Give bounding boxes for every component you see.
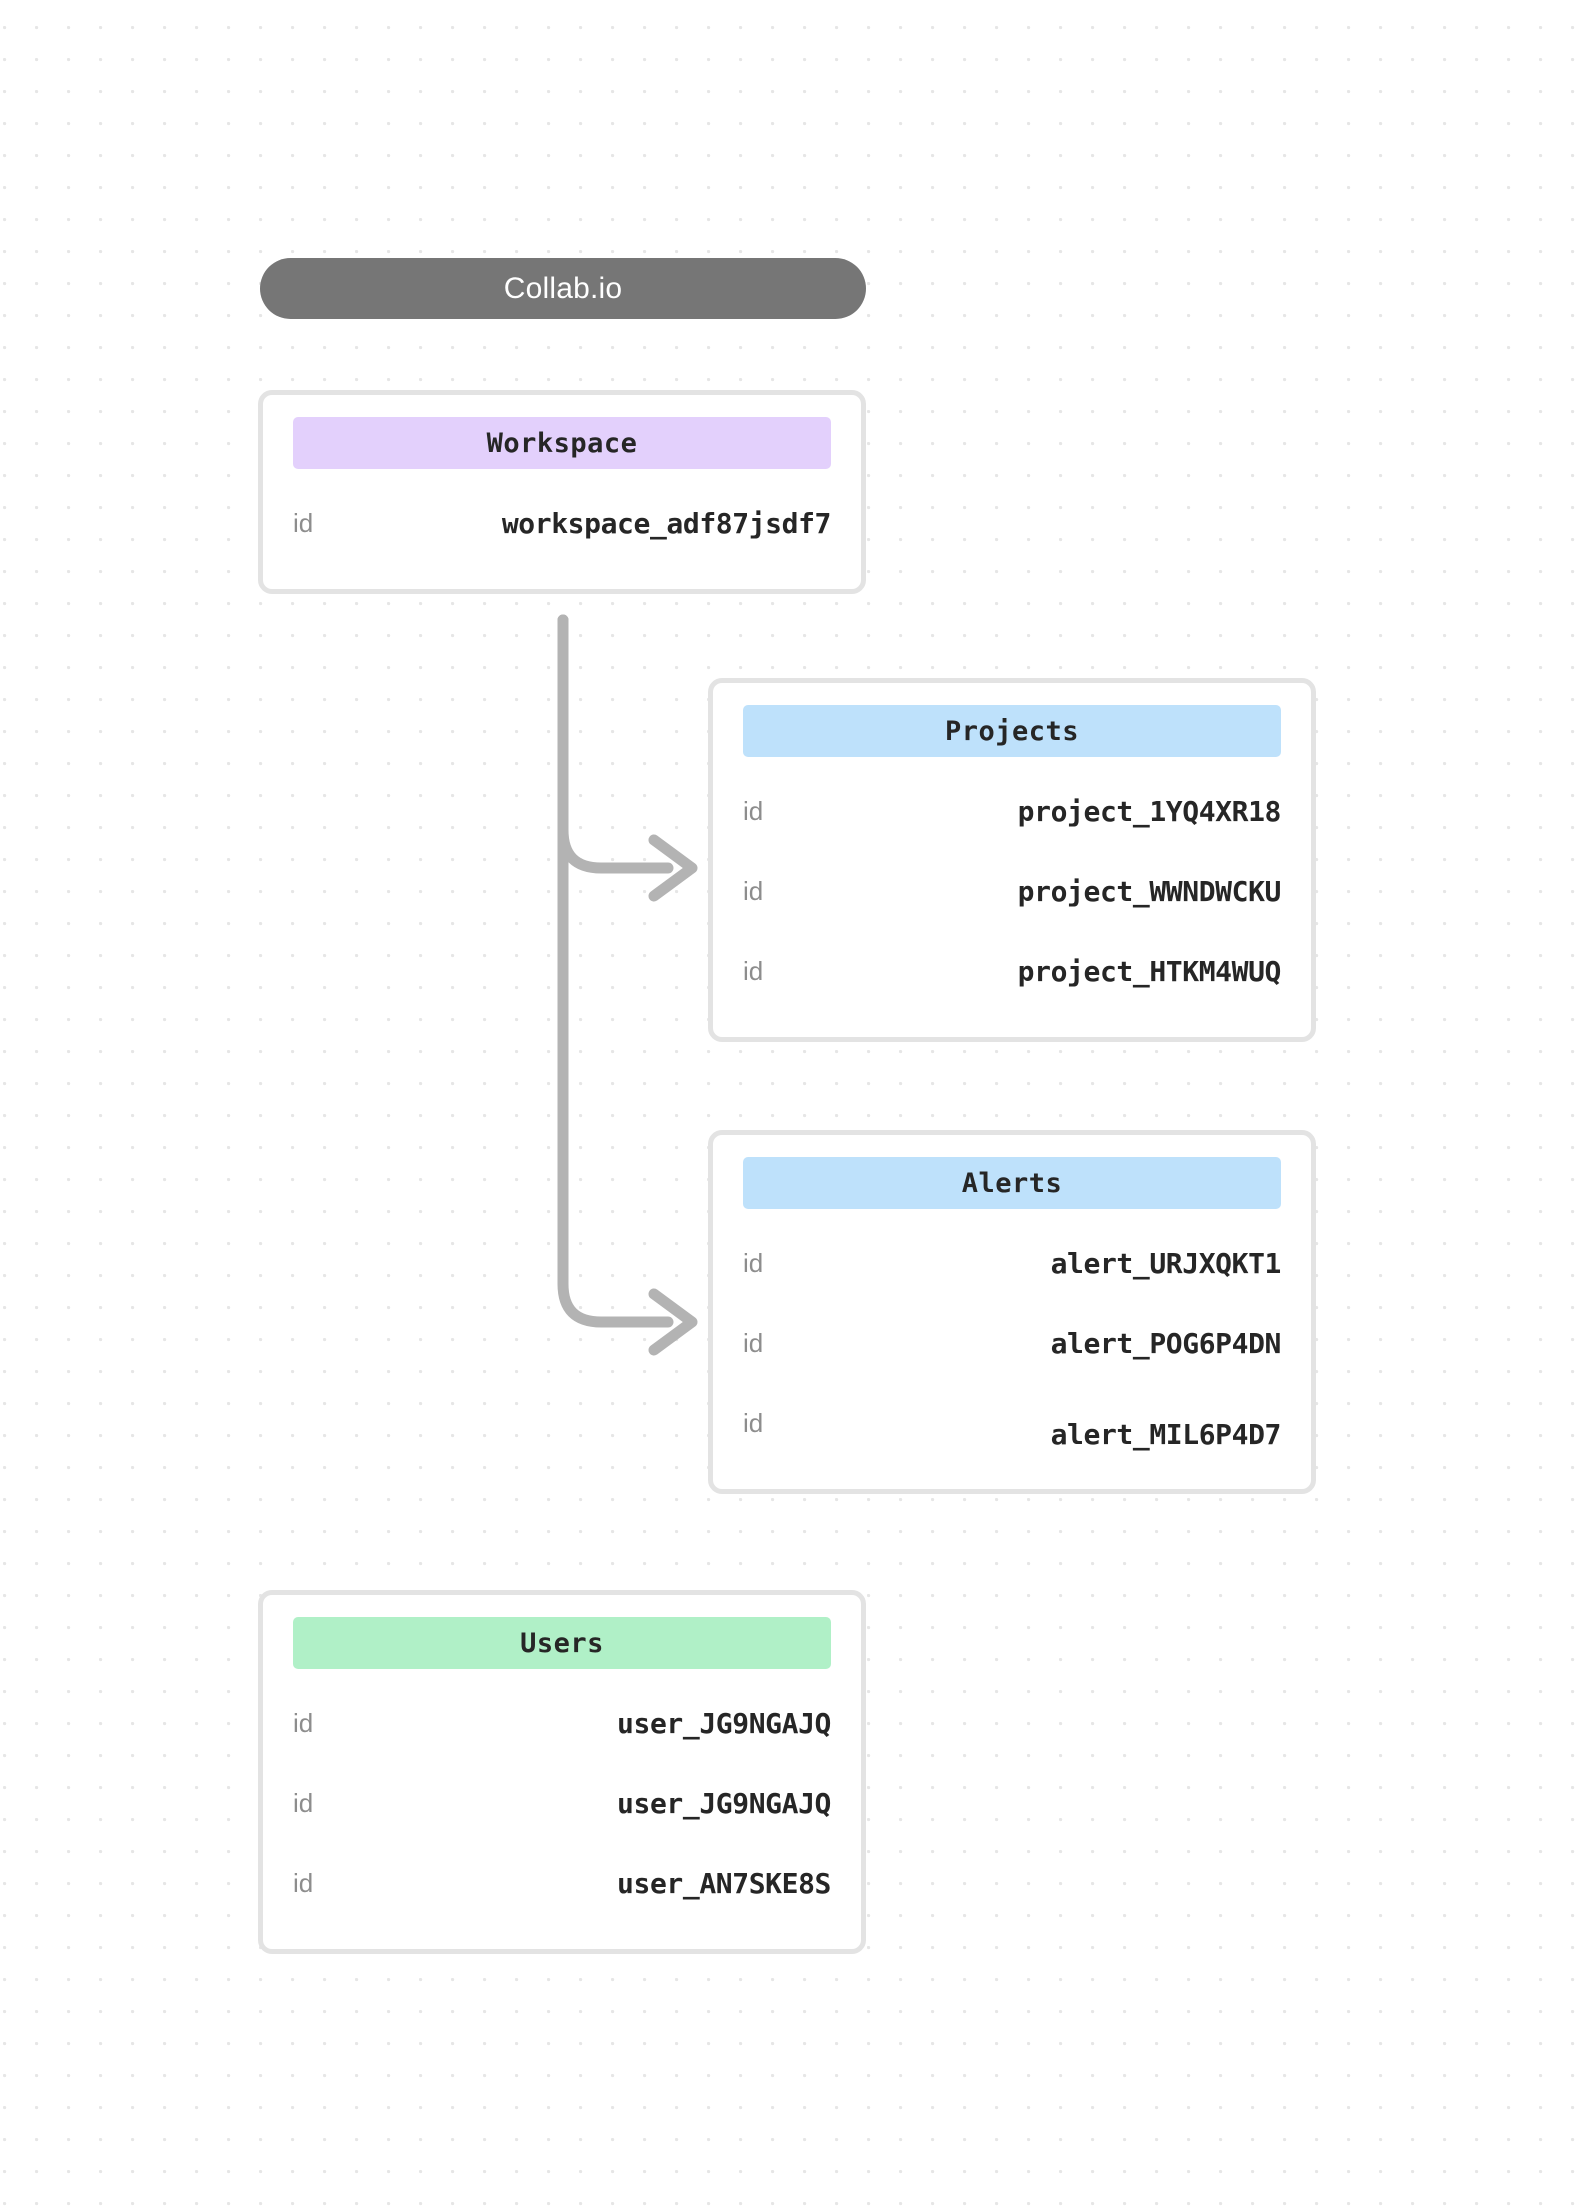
row-value: workspace_adf87jsdf7 [501,506,832,540]
row-key: id [293,1707,314,1738]
edge-workspace-alerts [557,614,674,1328]
row-key: id [293,1867,314,1898]
entity-card-projects-title: Projects [743,705,1281,757]
table-row[interactable]: id alert_URJXQKT1 [743,1223,1281,1303]
row-key: id [293,1787,314,1818]
entity-card-alerts-rows: id alert_URJXQKT1 id alert_POG6P4DN id a… [743,1223,1281,1463]
table-row[interactable]: id workspace_adf87jsdf7 [293,483,831,563]
table-row[interactable]: id user_AN7SKE8S [293,1843,831,1923]
row-value: alert_POG6P4DN [1050,1326,1282,1360]
entity-card-workspace[interactable]: Workspace id workspace_adf87jsdf7 [258,390,866,594]
table-row[interactable]: id user_JG9NGAJQ [293,1683,831,1763]
entity-card-alerts-title: Alerts [743,1157,1281,1209]
entity-card-workspace-rows: id workspace_adf87jsdf7 [293,483,831,563]
row-key: id [743,795,764,826]
entity-card-workspace-title: Workspace [293,417,831,469]
entity-card-projects-rows: id project_1YQ4XR18 id project_WWNDWCKU … [743,771,1281,1011]
entity-card-projects[interactable]: Projects id project_1YQ4XR18 id project_… [708,678,1316,1042]
entity-card-alerts[interactable]: Alerts id alert_URJXQKT1 id alert_POG6P4… [708,1130,1316,1494]
table-row[interactable]: id alert_MIL6P4D7 [743,1383,1281,1463]
row-value: project_WWNDWCKU [1017,874,1282,908]
diagram-title-pill[interactable]: Collab.io [260,258,866,319]
edge-workspace-projects [557,614,674,874]
table-row[interactable]: id project_1YQ4XR18 [743,771,1281,851]
table-row[interactable]: id user_JG9NGAJQ [293,1763,831,1843]
row-value: project_HTKM4WUQ [1017,954,1282,988]
row-value: alert_URJXQKT1 [1050,1246,1282,1280]
entity-card-users-title: Users [293,1617,831,1669]
row-key: id [743,955,764,986]
table-row[interactable]: id alert_POG6P4DN [743,1303,1281,1383]
row-value: alert_MIL6P4D7 [1050,1417,1282,1451]
row-key: id [743,1407,764,1438]
row-key: id [743,1247,764,1278]
row-value: user_JG9NGAJQ [617,1706,831,1740]
diagram-title-label: Collab.io [503,271,623,305]
table-row[interactable]: id project_WWNDWCKU [743,851,1281,931]
row-value: user_JG9NGAJQ [617,1786,831,1820]
entity-card-users-rows: id user_JG9NGAJQ id user_JG9NGAJQ id use… [293,1683,831,1923]
row-key: id [293,507,314,538]
arrowhead-projects [648,834,698,902]
row-key: id [743,875,764,906]
row-key: id [743,1327,764,1358]
row-value: project_1YQ4XR18 [1017,794,1282,828]
arrowhead-alerts [648,1288,698,1356]
table-row[interactable]: id project_HTKM4WUQ [743,931,1281,1011]
row-value: user_AN7SKE8S [617,1866,831,1900]
entity-card-users[interactable]: Users id user_JG9NGAJQ id user_JG9NGAJQ … [258,1590,866,1954]
